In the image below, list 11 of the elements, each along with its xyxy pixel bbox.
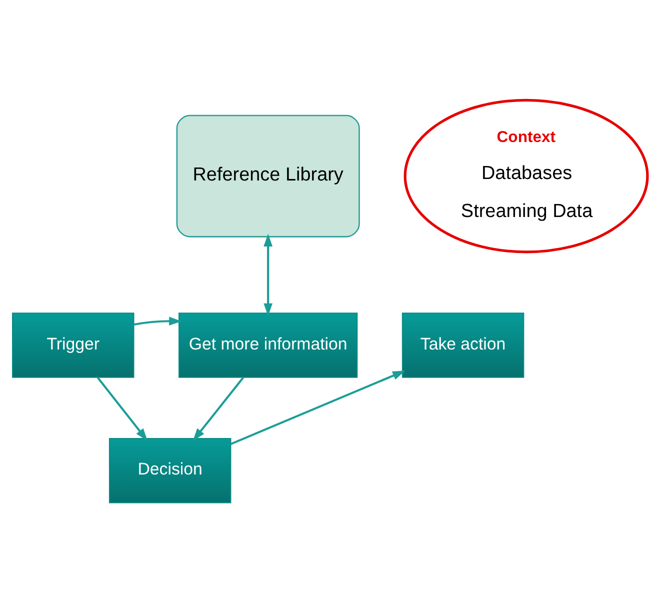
arrow bbox=[192, 376, 244, 441]
node-box: Decision bbox=[108, 438, 232, 504]
node-box: Get more information bbox=[178, 312, 358, 378]
arrow bbox=[134, 316, 182, 326]
arrow bbox=[264, 234, 273, 316]
arrow bbox=[230, 370, 406, 446]
node-box: Trigger bbox=[12, 312, 134, 378]
arrow bbox=[96, 376, 148, 441]
node-box: Reference Library bbox=[176, 114, 360, 238]
node-box: Take action bbox=[402, 312, 524, 378]
node-ellipse: Context Databases Streaming Data bbox=[404, 98, 649, 254]
